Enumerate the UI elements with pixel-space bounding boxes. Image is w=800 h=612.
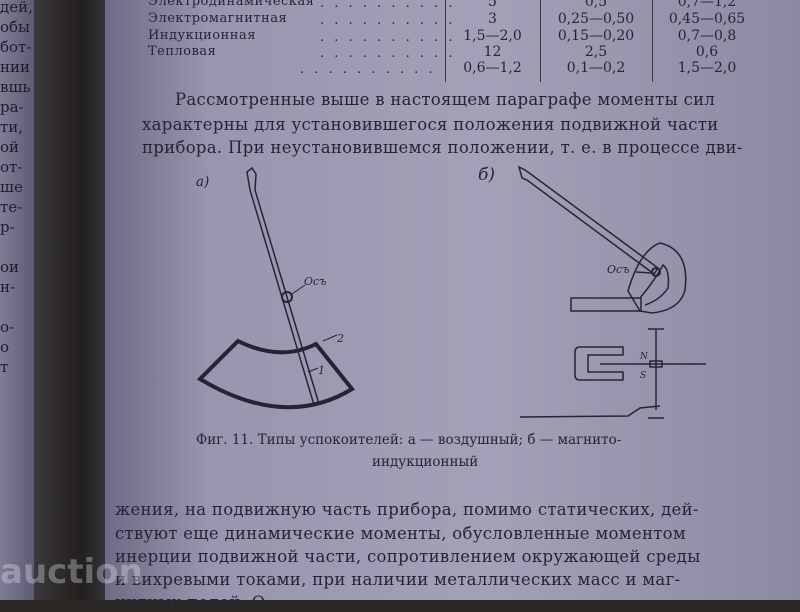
cell: 2,5 bbox=[584, 44, 608, 60]
table-divider bbox=[540, 0, 541, 82]
cell: 0,6—1,2 bbox=[463, 60, 522, 76]
needle bbox=[246, 166, 320, 406]
left-page-fragment: о- bbox=[0, 318, 15, 336]
cell: 1,5—2,0 bbox=[463, 28, 522, 44]
damper-plate bbox=[570, 297, 642, 312]
left-page-fragment: ра- bbox=[0, 98, 24, 116]
cell: 0,25—0,50 bbox=[557, 11, 635, 27]
left-page-fragment: вшь bbox=[0, 78, 31, 96]
row-label: Индукционная bbox=[148, 28, 256, 43]
left-page-fragment: обы bbox=[0, 18, 30, 36]
table-divider bbox=[652, 0, 653, 82]
row-leader: . . . . . . . . . . bbox=[320, 0, 456, 11]
cell: 0,7—0,8 bbox=[677, 28, 737, 44]
paragraph-line: Рассмотренные выше в настоящем параграфе… bbox=[175, 90, 716, 109]
cell: 0,15—0,20 bbox=[557, 28, 635, 44]
pole-s-label: S bbox=[640, 371, 646, 381]
paragraph-line: ствуют еще динамические моменты, обуслов… bbox=[115, 524, 687, 543]
paragraph-line: инерции подвижной части, сопротивлением … bbox=[115, 547, 701, 566]
lever bbox=[519, 405, 661, 418]
paragraph-line: прибора. При неустановившемся положении,… bbox=[142, 138, 743, 157]
cell: 0,45—0,65 bbox=[668, 11, 746, 27]
left-page-fragment: бот- bbox=[0, 38, 32, 56]
left-page-fragment: р- bbox=[0, 218, 15, 236]
row-label: Электромагнитная bbox=[148, 11, 288, 26]
row-leader: . . . . . . . . . . bbox=[320, 30, 456, 45]
cell: 0,5 bbox=[584, 0, 608, 10]
part-1-label: 1 bbox=[318, 364, 325, 377]
label-b: б) bbox=[478, 165, 495, 185]
magnetic-damper-diagram bbox=[517, 165, 706, 419]
magnet bbox=[574, 346, 624, 381]
axis-pivot bbox=[281, 291, 293, 303]
left-page-fragment: от- bbox=[0, 158, 23, 176]
left-page-fragment: нии bbox=[0, 58, 30, 76]
paragraph-line: характерны для установившегося положения… bbox=[142, 115, 719, 134]
cell: 0,1—0,2 bbox=[566, 60, 626, 76]
left-page-fragment: н- bbox=[0, 278, 16, 296]
book-gutter bbox=[34, 0, 114, 600]
left-page-fragment: т bbox=[0, 358, 9, 376]
right-page bbox=[105, 0, 800, 600]
left-page: дей, обы бот-нии вшь ра-ти, ой от-ше те-р-ои н-о… bbox=[0, 0, 38, 600]
left-page-fragment: те- bbox=[0, 198, 23, 216]
damper-sector bbox=[627, 242, 687, 314]
axis-label: Осъ bbox=[607, 263, 630, 276]
row-leader: . . . . . . . . . . bbox=[300, 62, 436, 77]
row-label: Электродинамическая bbox=[148, 0, 315, 9]
watermark-logo: auction bbox=[0, 552, 143, 592]
paragraph-line: и вихревыми токами, при наличии металлич… bbox=[115, 570, 681, 589]
damper-chamber bbox=[196, 338, 355, 410]
left-page-fragment: дей, bbox=[0, 0, 33, 16]
cell: 1,5—2,0 bbox=[677, 60, 737, 76]
row-leader: . . . . . . . . . . bbox=[320, 13, 456, 28]
label-a: а) bbox=[196, 174, 209, 190]
pole-n-label: N bbox=[639, 352, 649, 362]
row-label: Тепловая bbox=[148, 44, 217, 59]
cell: 12 bbox=[483, 44, 502, 60]
left-page-fragment: ше bbox=[0, 178, 23, 196]
left-page-fragment: ои bbox=[0, 258, 20, 276]
paragraph-line: нитных полей. О bbox=[115, 593, 266, 612]
cell: 5 bbox=[488, 0, 497, 10]
left-page-fragment: ой bbox=[0, 138, 20, 156]
left-page-fragment: ти, bbox=[0, 118, 24, 136]
cell: 3 bbox=[488, 11, 497, 27]
axis-label: Осъ bbox=[304, 275, 327, 288]
paragraph-line: жения, на подвижную часть прибора, помим… bbox=[115, 500, 699, 519]
row-leader: . . . . . . . . . . bbox=[320, 46, 456, 61]
cell: 0,6 bbox=[695, 44, 719, 60]
needle bbox=[517, 165, 660, 276]
cell: 0,7—1,2 bbox=[677, 0, 737, 10]
figure-caption: индукционный bbox=[372, 454, 479, 470]
air-damper-diagram bbox=[196, 166, 355, 410]
figure-caption: Фиг. 11. Типы успокоителей: а — воздушны… bbox=[196, 432, 622, 448]
table-divider bbox=[445, 0, 446, 82]
left-page-fragment: о bbox=[0, 338, 10, 356]
part-2-label: 2 bbox=[336, 332, 344, 345]
